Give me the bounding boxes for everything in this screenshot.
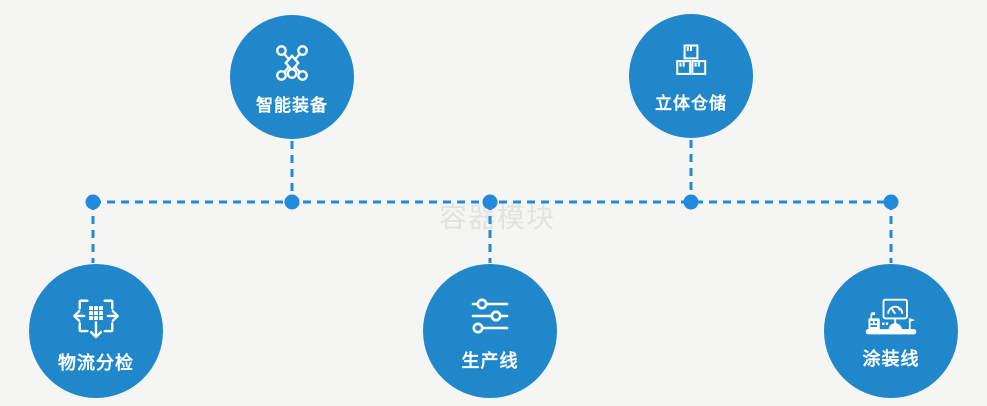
node-production-line[interactable]: 生产线 <box>423 264 557 398</box>
connector-dot <box>482 194 498 210</box>
connector-dot <box>883 194 899 210</box>
node-painting-line[interactable]: 涂装线 <box>824 264 958 398</box>
node-label: 物流分检 <box>58 352 134 373</box>
connector-dot <box>284 194 300 210</box>
sorting-arrows-icon <box>73 299 119 338</box>
node-smart-equipment[interactable]: 智能装备 <box>230 15 354 139</box>
node-storage[interactable]: 立体仓储 <box>629 14 753 138</box>
connector-dot <box>683 194 699 210</box>
node-label: 涂装线 <box>862 349 920 369</box>
watermark-text: 容器模块 <box>439 202 556 233</box>
node-label: 智能装备 <box>256 96 328 115</box>
painting-machine-icon <box>865 298 917 335</box>
node-label: 立体仓储 <box>655 94 727 113</box>
node-logistics-sorting[interactable]: 物流分检 <box>29 264 163 398</box>
network-nodes-icon <box>276 45 308 81</box>
sliders-icon <box>471 298 509 333</box>
node-label: 生产线 <box>461 350 519 371</box>
connector-dot <box>85 194 101 210</box>
stacked-boxes-icon <box>676 44 707 75</box>
